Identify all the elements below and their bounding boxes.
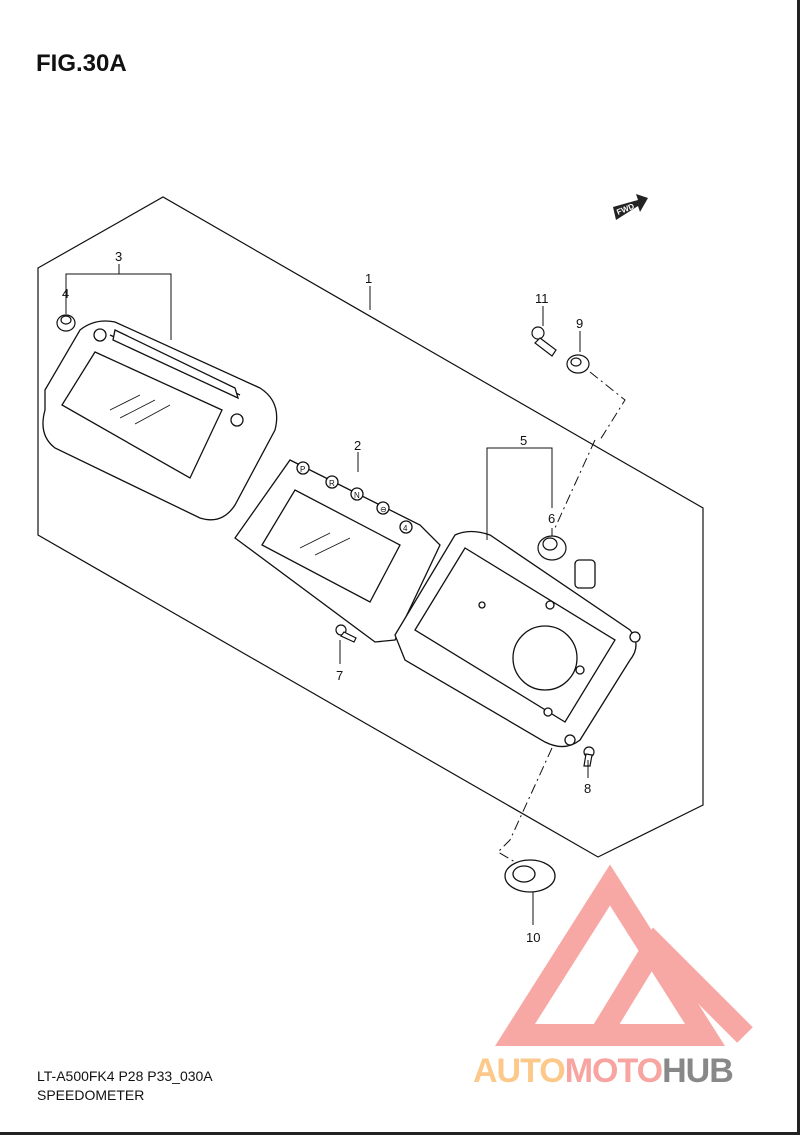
watermark-hub: HUB	[662, 1052, 734, 1090]
part-2-indicator-panel: P R N ⊖ 4	[234, 459, 441, 643]
svg-text:FWD: FWD	[615, 202, 635, 217]
watermark-auto: AUTO	[473, 1052, 566, 1090]
callout-4: 4	[62, 286, 69, 301]
callout-2: 2	[354, 438, 361, 453]
callout-labels: 1 2 3 4 5 6 7 8 9 10 11	[62, 249, 591, 945]
callout-8: 8	[584, 781, 591, 796]
part-4-grommet	[56, 314, 76, 332]
callout-5: 5	[520, 433, 527, 448]
callout-6: 6	[548, 511, 555, 526]
svg-text:⊖: ⊖	[380, 505, 387, 514]
part-11-bolt	[531, 326, 557, 357]
callout-1: 1	[365, 271, 372, 286]
assembly-outline	[37, 196, 704, 858]
svg-text:R: R	[329, 479, 335, 488]
fwd-arrow-icon: FWD	[613, 194, 648, 220]
watermark-moto: MOTO	[564, 1052, 663, 1090]
callout-10: 10	[526, 930, 540, 945]
callout-7: 7	[336, 668, 343, 683]
leader-lines	[65, 264, 626, 925]
part-7-screw	[335, 624, 357, 643]
svg-text:4: 4	[403, 524, 408, 533]
callout-11: 11	[535, 291, 549, 306]
callout-3: 3	[115, 249, 122, 264]
part-8-screw	[583, 746, 595, 767]
callout-9: 9	[576, 316, 583, 331]
part-3-meter-cover	[42, 320, 278, 521]
watermark-logo	[495, 864, 753, 1046]
part-5-meter-case	[394, 530, 641, 748]
part-10-cap	[504, 859, 556, 893]
assembly-name: SPEEDOMETER	[37, 1087, 145, 1103]
part-6-grommet	[537, 535, 567, 561]
model-code: LT-A500FK4 P28 P33_030A	[37, 1068, 213, 1084]
svg-text:P: P	[300, 465, 305, 474]
svg-text:N: N	[354, 491, 360, 500]
part-9-washer	[566, 354, 590, 374]
watermark-text: AUTOMOTOHUB	[473, 1052, 734, 1091]
figure-title: FIG.30A	[36, 50, 127, 77]
